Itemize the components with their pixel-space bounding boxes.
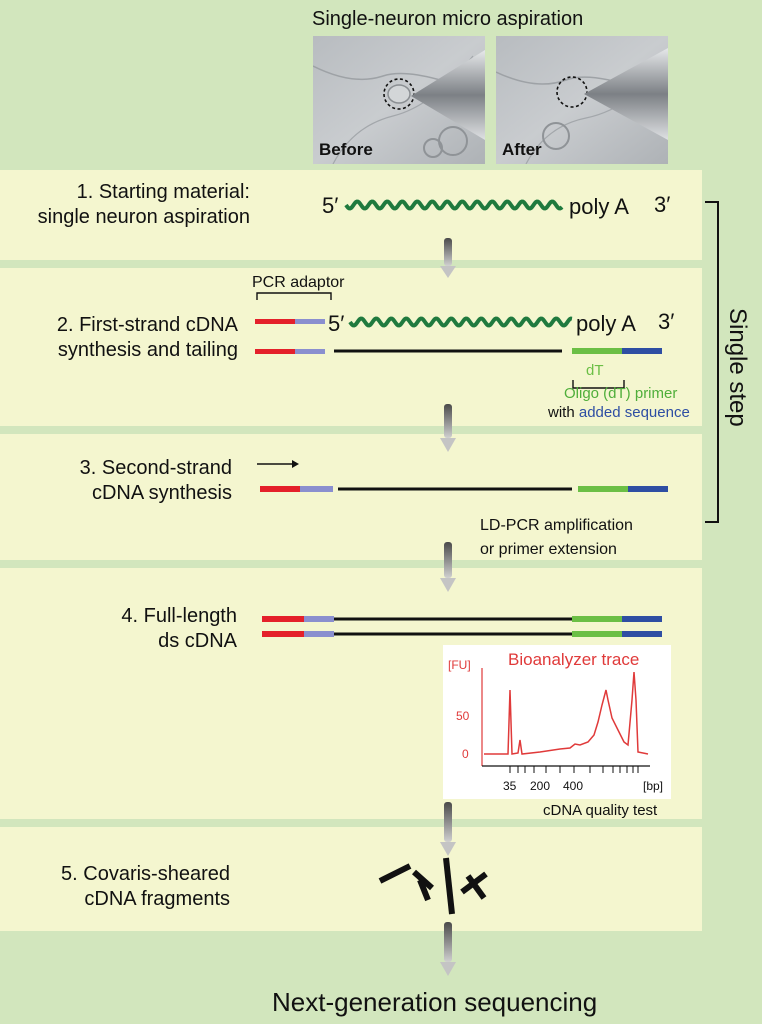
header-title: Single-neuron micro aspiration bbox=[312, 8, 584, 30]
step-1-three-prime: 3′ bbox=[654, 192, 670, 217]
step-1-line2: single neuron aspiration bbox=[37, 206, 250, 228]
step-5-line2: cDNA fragments bbox=[84, 888, 230, 910]
step-2-line1: 2. First-strand cDNA bbox=[56, 314, 238, 336]
bioanalyzer-x-tick-200: 200 bbox=[530, 779, 550, 793]
step-1-poly-a: poly A bbox=[569, 194, 629, 219]
step-1-line1: 1. Starting material: bbox=[76, 181, 250, 203]
step-4-oligo-green-bottom bbox=[572, 631, 622, 637]
step-3-oligo-green bbox=[578, 486, 628, 492]
step-2-adaptor-red-top bbox=[255, 319, 295, 324]
step-2-mrna-wave bbox=[348, 316, 573, 328]
bioanalyzer-x-ticks bbox=[509, 766, 639, 773]
bioanalyzer-y-tick-50: 50 bbox=[456, 709, 470, 723]
dt-label: dT bbox=[586, 362, 604, 379]
panel-step-2 bbox=[0, 268, 702, 426]
footer-title: Next-generation sequencing bbox=[272, 987, 597, 1017]
step-2-label: 2. First-strand cDNA synthesis and taili… bbox=[57, 313, 238, 363]
pcr-adaptor-label: PCR adaptor bbox=[252, 274, 345, 291]
step-2-adaptor-red-bottom bbox=[255, 349, 295, 354]
step-4-adaptor-red-bottom bbox=[262, 631, 304, 637]
single-step-label: Single step bbox=[724, 308, 751, 427]
step-2-oligo-blue bbox=[622, 348, 662, 354]
bioanalyzer-title: Bioanalyzer trace bbox=[508, 650, 639, 669]
pcr-adaptor-bracket bbox=[256, 292, 332, 300]
ld-pcr-line1: LD-PCR amplification bbox=[480, 517, 633, 534]
step-3-line2: cDNA synthesis bbox=[91, 482, 232, 504]
panel-step-5 bbox=[0, 827, 702, 931]
step-2-adaptor-blue-bottom bbox=[295, 349, 325, 354]
photo-after: After bbox=[496, 36, 668, 164]
step-4-adaptor-red-top bbox=[262, 616, 304, 622]
photo-before: Before bbox=[313, 36, 485, 164]
flow-arrow-5 bbox=[440, 922, 456, 976]
step-1-mrna-wave bbox=[344, 199, 564, 211]
added-sequence-caption: with added sequence bbox=[547, 404, 690, 421]
cdna-fragments bbox=[378, 857, 488, 915]
step-4-label: 4. Full-length ds cDNA bbox=[121, 604, 237, 654]
step-2-three-prime: 3′ bbox=[658, 309, 674, 334]
photo-after-label: After bbox=[502, 140, 542, 159]
step-3-line1: 3. Second-strand bbox=[79, 457, 232, 479]
cdna-quality-label: cDNA quality test bbox=[543, 802, 658, 819]
step-2-poly-a: poly A bbox=[576, 311, 636, 336]
primer-arrow bbox=[257, 460, 299, 468]
bioanalyzer-x-tick-400: 400 bbox=[563, 779, 583, 793]
added-sequence-label: added sequence bbox=[579, 404, 690, 421]
dt-bracket bbox=[572, 380, 625, 389]
flow-arrow-4 bbox=[440, 802, 456, 856]
step-3-label: 3. Second-strand cDNA synthesis bbox=[80, 456, 232, 506]
step-3-oligo-blue bbox=[628, 486, 668, 492]
flow-arrow-1 bbox=[440, 238, 456, 278]
bioanalyzer-y-tick-0: 0 bbox=[462, 747, 469, 761]
with-label: with bbox=[547, 404, 575, 421]
step-4-adaptor-blue-bottom bbox=[304, 631, 334, 637]
single-step-bracket bbox=[705, 201, 719, 523]
bioanalyzer-trace bbox=[484, 671, 649, 755]
panel-step-1 bbox=[0, 170, 702, 260]
oligo-primer-label: Oligo (dT) primer bbox=[564, 385, 677, 402]
panel-step-3 bbox=[0, 434, 702, 560]
step-4-line1: 4. Full-length bbox=[121, 605, 237, 627]
step-4-oligo-blue-bottom bbox=[622, 631, 662, 637]
step-3-adaptor-red bbox=[260, 486, 300, 492]
photo-before-label: Before bbox=[319, 140, 373, 159]
bioanalyzer-y-unit: [FU] bbox=[448, 658, 471, 672]
bioanalyzer-inset: Bioanalyzer trace [FU] 50 0 35 200 400 [… bbox=[443, 645, 671, 799]
step-2-oligo-green bbox=[572, 348, 622, 354]
bioanalyzer-x-unit: [bp] bbox=[643, 779, 663, 793]
step-4-adaptor-blue-top bbox=[304, 616, 334, 622]
bioanalyzer-x-tick-35: 35 bbox=[503, 779, 517, 793]
flow-arrow-3 bbox=[440, 542, 456, 592]
step-3-adaptor-blue bbox=[300, 486, 333, 492]
step-1-five-prime: 5′ bbox=[322, 193, 338, 218]
step-2-five-prime: 5′ bbox=[328, 311, 344, 336]
step-1-label: 1. Starting material: single neuron aspi… bbox=[38, 180, 250, 230]
step-4-line2: ds cDNA bbox=[158, 630, 237, 652]
step-5-line1: 5. Covaris-sheared bbox=[61, 863, 230, 885]
step-2-adaptor-blue-top bbox=[295, 319, 325, 324]
step-4-oligo-blue-top bbox=[622, 616, 662, 622]
step-5-label: 5. Covaris-sheared cDNA fragments bbox=[61, 862, 230, 912]
flow-arrow-2 bbox=[440, 404, 456, 452]
step-2-line2: synthesis and tailing bbox=[57, 339, 238, 361]
ld-pcr-line2: or primer extension bbox=[480, 541, 617, 558]
step-4-oligo-green-top bbox=[572, 616, 622, 622]
